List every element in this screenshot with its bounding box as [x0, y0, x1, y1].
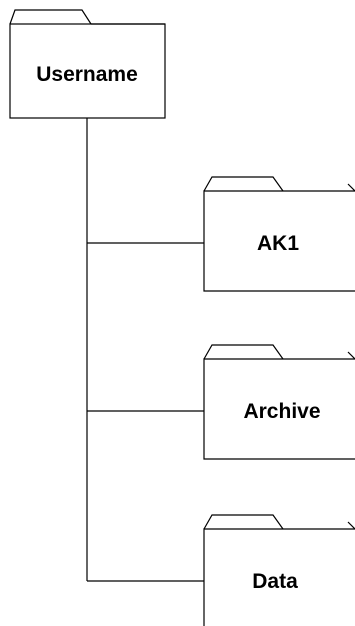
- folder-ak1[interactable]: AK1: [203, 176, 355, 292]
- folder-archive[interactable]: Archive: [203, 344, 355, 460]
- tree-connectors: [86, 118, 204, 582]
- folder-data[interactable]: Data: [203, 514, 355, 626]
- folder-corner-mark: [347, 521, 355, 530]
- folder-body: [203, 358, 355, 460]
- folder-corner-mark: [347, 183, 355, 192]
- folder-tab: [203, 176, 284, 192]
- folder-body: [203, 528, 355, 626]
- folder-label-ak1: AK1: [257, 232, 299, 255]
- folder-tab: [203, 514, 284, 530]
- folder-tab: [9, 9, 92, 25]
- folder-label-root: Username: [36, 63, 138, 86]
- folder-root[interactable]: Username: [9, 9, 166, 119]
- folder-corner-mark: [347, 351, 355, 360]
- folder-label-archive: Archive: [243, 400, 320, 423]
- folder-body: [203, 190, 355, 292]
- folder-label-data: Data: [252, 570, 298, 593]
- folder-tab: [203, 344, 284, 360]
- folder-body: [9, 23, 166, 119]
